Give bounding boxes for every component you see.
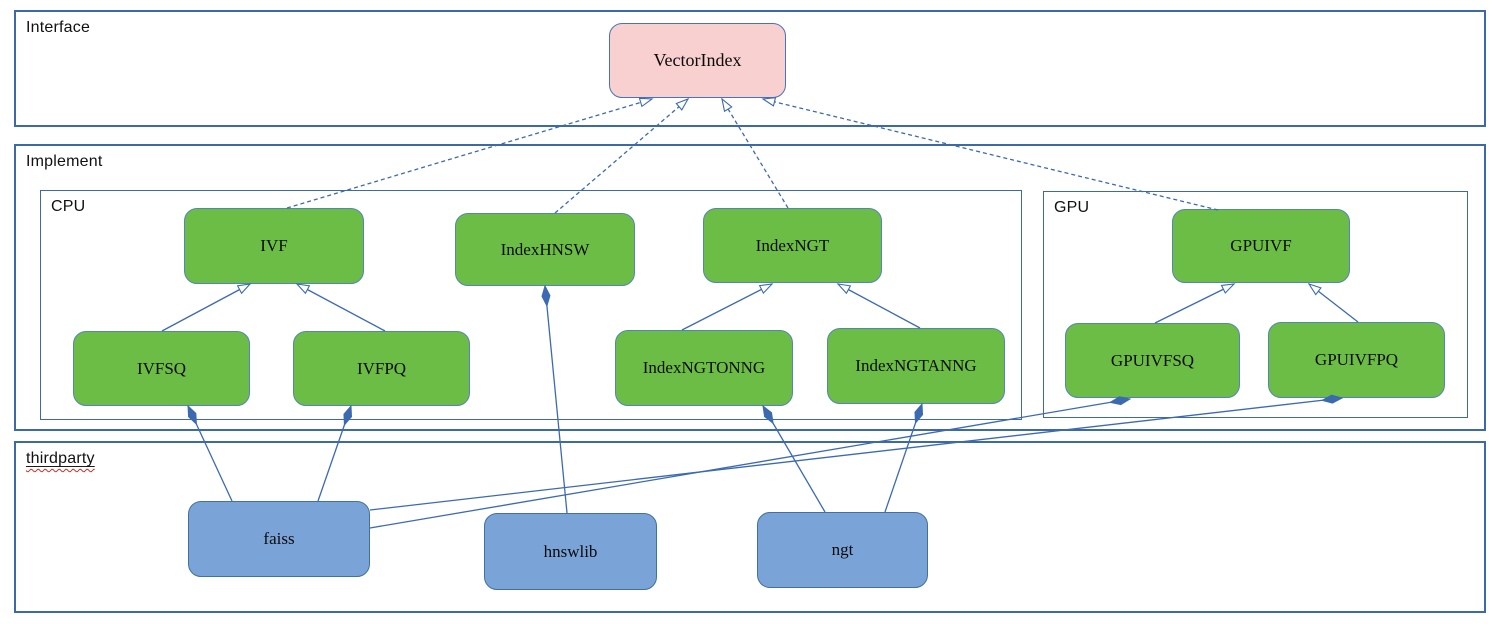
- node-gpuivf-label: GPUIVF: [1230, 236, 1292, 255]
- node-faiss[interactable]: faiss: [188, 501, 370, 577]
- node-indexngtanng-label: IndexNGTANNG: [855, 356, 977, 375]
- node-hnswlib-label: hnswlib: [543, 541, 598, 561]
- node-ivfpq-label: IVFPQ: [356, 358, 407, 378]
- container-thirdparty-label: thirdparty: [26, 450, 95, 468]
- container-gpu-label: GPU: [1054, 199, 1090, 216]
- node-ngt-label: ngt: [831, 540, 854, 559]
- node-indexngtonng[interactable]: IndexNGTONNG: [615, 330, 793, 406]
- node-gpuivfpq[interactable]: GPUIVFPQ: [1268, 322, 1445, 398]
- node-faiss-label: faiss: [263, 529, 295, 548]
- node-vectorindex-label: VectorIndex: [653, 50, 742, 70]
- node-ivfpq[interactable]: IVFPQ: [293, 331, 470, 406]
- node-gpuivf[interactable]: GPUIVF: [1172, 209, 1350, 283]
- spellcheck-underlined-text: thirdparty: [26, 450, 95, 467]
- node-ivfsq[interactable]: IVFSQ: [73, 331, 250, 406]
- node-indexhnsw[interactable]: IndexHNSW: [455, 213, 635, 286]
- node-gpuivfsq-label: GPUIVFSQ: [1110, 350, 1195, 370]
- node-ivfsq-label: IVFSQ: [136, 358, 187, 378]
- node-ngt[interactable]: ngt: [757, 512, 928, 588]
- node-indexngt-label: IndexNGT: [755, 235, 830, 255]
- node-indexngtonng-label: IndexNGTONNG: [642, 358, 766, 377]
- node-gpuivfsq[interactable]: GPUIVFSQ: [1065, 323, 1240, 398]
- node-vectorindex[interactable]: VectorIndex: [609, 23, 786, 98]
- node-indexhnsw-label: IndexHNSW: [500, 239, 590, 259]
- node-ivf[interactable]: IVF: [184, 208, 364, 284]
- node-hnswlib[interactable]: hnswlib: [484, 513, 657, 590]
- node-indexngtanng[interactable]: IndexNGTANNG: [827, 328, 1005, 404]
- node-gpuivfpq-label: GPUIVFPQ: [1314, 350, 1399, 369]
- container-implement-label: Implement: [26, 153, 103, 170]
- node-ivf-label: IVF: [260, 236, 288, 255]
- container-interface-label: Interface: [26, 19, 91, 36]
- container-cpu-label: CPU: [51, 198, 86, 215]
- node-indexngt[interactable]: IndexNGT: [703, 208, 882, 283]
